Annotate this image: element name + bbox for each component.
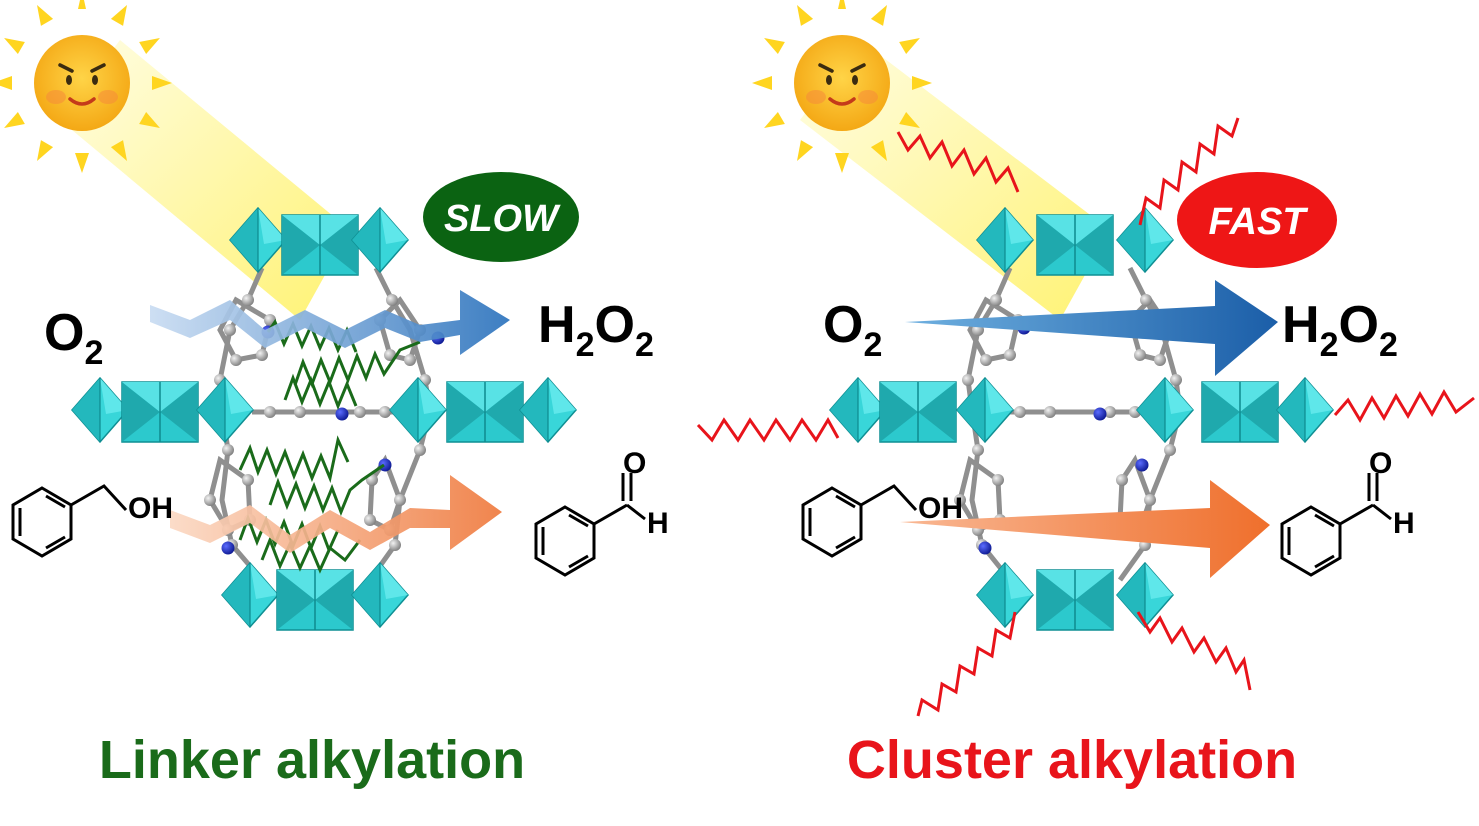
alcohol-oxidation-arrow-slow xyxy=(170,475,502,553)
fast-badge: FAST xyxy=(1177,172,1337,268)
left-aldehyde-o-label: O xyxy=(623,447,646,480)
fast-badge-label: FAST xyxy=(1208,201,1308,243)
left-h2o2-label: H2O2 xyxy=(538,296,654,364)
left-aldehyde-h-label: H xyxy=(647,507,669,540)
right-h2o2-label: H2O2 xyxy=(1282,296,1398,364)
left-panel: SLOW O2 H2O2 OH O H Linker alkylation xyxy=(0,0,669,790)
left-benzyl-alcohol xyxy=(11,484,128,558)
alkyl-chain-cluster xyxy=(696,117,1475,717)
left-oh-label: OH xyxy=(128,492,173,525)
mof-cage xyxy=(829,207,1334,631)
alcohol-oxidation-arrow-fast xyxy=(900,480,1270,578)
right-aldehyde-o-label: O xyxy=(1369,447,1392,480)
slow-badge: SLOW xyxy=(423,172,579,262)
left-o2-label: O2 xyxy=(44,304,103,372)
right-panel: FAST O2 H2O2 OH O H Cluster alkylation xyxy=(696,0,1475,790)
right-benzyl-alcohol xyxy=(801,484,918,558)
left-benzaldehyde xyxy=(534,471,647,577)
right-oh-label: OH xyxy=(918,492,963,525)
o2-reduction-arrow-slow xyxy=(150,290,510,355)
right-caption: Cluster alkylation xyxy=(847,730,1297,790)
right-aldehyde-h-label: H xyxy=(1393,507,1415,540)
right-o2-label: O2 xyxy=(823,296,882,364)
o2-reduction-arrow-fast xyxy=(905,280,1278,376)
right-benzaldehyde xyxy=(1280,471,1393,577)
slow-badge-label: SLOW xyxy=(444,198,561,240)
left-caption: Linker alkylation xyxy=(99,730,525,790)
mof-cage xyxy=(71,207,577,631)
